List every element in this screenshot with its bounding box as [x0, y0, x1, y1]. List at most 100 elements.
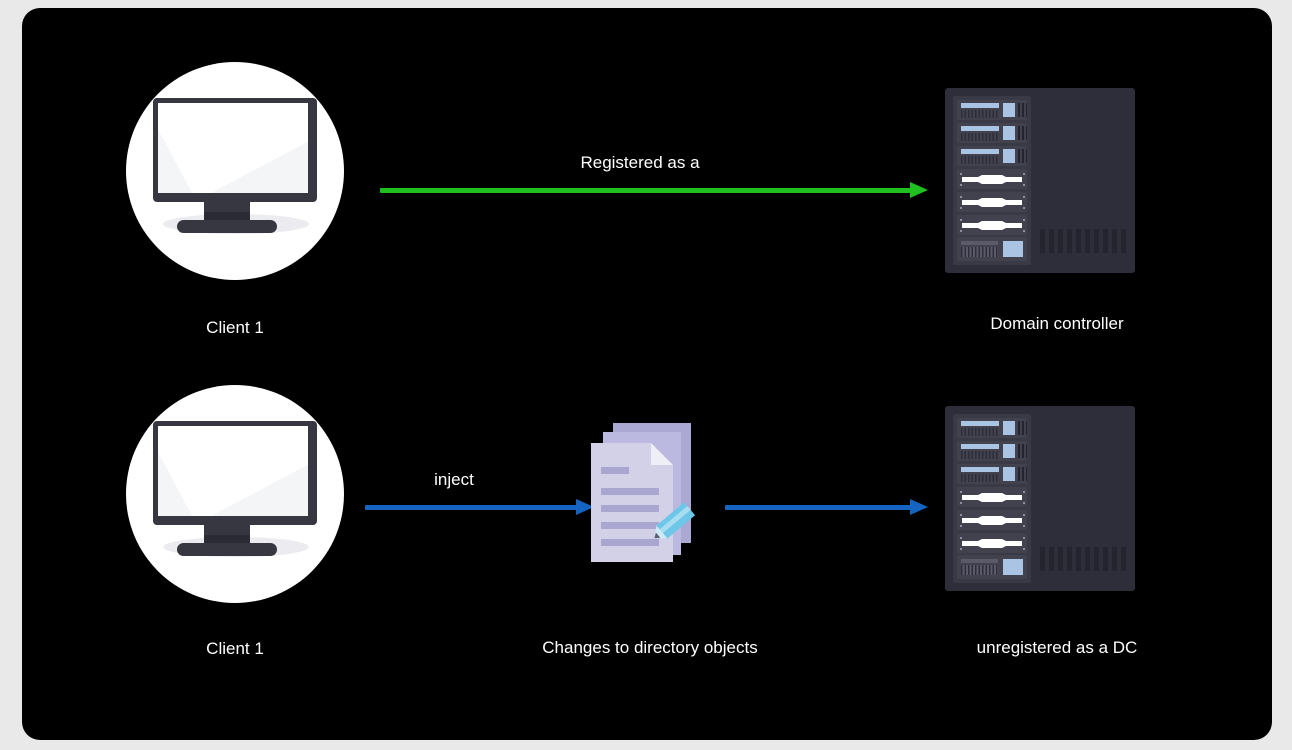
- power-vents: [961, 247, 998, 257]
- server-tray: [957, 487, 1027, 507]
- server-rack-icon: [945, 406, 1135, 591]
- tray-body: [962, 175, 1022, 184]
- unit-status-bar: [961, 467, 999, 472]
- monitor-base: [177, 543, 277, 556]
- server-unit: [957, 123, 1027, 143]
- monitor-bezel: [153, 98, 317, 202]
- document-text-line: [601, 467, 629, 474]
- tray-dot: [1023, 184, 1025, 186]
- node-domain-controller-top: [945, 88, 1135, 273]
- screen-glare: [158, 103, 308, 193]
- tray-body: [962, 539, 1022, 548]
- document-text-line: [601, 539, 659, 546]
- diagram-panel: Client 1 Registered as a: [22, 8, 1272, 740]
- power-bar: [961, 241, 998, 245]
- arrow-head: [910, 182, 928, 198]
- tray-dot: [1023, 230, 1025, 232]
- power-indicator: [1003, 241, 1023, 257]
- tray-dot: [960, 525, 962, 527]
- arrow-head: [910, 499, 928, 515]
- unit-indicator: [1003, 103, 1015, 117]
- tray-body: [962, 198, 1022, 207]
- unit-indicator: [1003, 126, 1015, 140]
- server-rack-icon: [945, 88, 1135, 273]
- tray-body: [962, 493, 1022, 502]
- unit-status-bar: [961, 149, 999, 154]
- unit-vents: [961, 428, 999, 436]
- server-grille: [1040, 229, 1126, 253]
- server-unit: [957, 464, 1027, 484]
- power-vents: [961, 565, 998, 575]
- unit-sidebars: [1018, 421, 1027, 435]
- monitor-base: [177, 220, 277, 233]
- caption-client-top: Client 1: [206, 318, 264, 337]
- tray-dot: [960, 548, 962, 550]
- power-bar: [961, 559, 998, 563]
- arrow-shaft: [365, 505, 582, 510]
- unit-sidebars: [1018, 103, 1027, 117]
- server-unit: [957, 418, 1027, 438]
- tray-dot: [960, 207, 962, 209]
- power-indicator: [1003, 559, 1023, 575]
- arrow-shaft: [725, 505, 916, 510]
- caption-client-bottom: Client 1: [206, 639, 264, 658]
- server-unit: [957, 441, 1027, 461]
- tray-dot: [1023, 491, 1025, 493]
- tray-dot: [1023, 548, 1025, 550]
- unit-status-bar: [961, 444, 999, 449]
- tray-dot: [960, 184, 962, 186]
- document-text-line: [601, 488, 659, 495]
- node-documents: [589, 423, 697, 565]
- tray-dot: [960, 173, 962, 175]
- tray-dot: [1023, 219, 1025, 221]
- unit-sidebars: [1018, 149, 1027, 163]
- tray-dot: [1023, 514, 1025, 516]
- unit-indicator: [1003, 444, 1015, 458]
- tray-dot: [1023, 525, 1025, 527]
- monitor-screen: [158, 103, 308, 193]
- monitor-icon: [126, 385, 344, 603]
- document-text-line: [601, 505, 659, 512]
- server-unit: [957, 100, 1027, 120]
- unit-indicator: [1003, 149, 1015, 163]
- unit-vents: [961, 156, 999, 164]
- tray-dot: [960, 502, 962, 504]
- server-unit-column: [953, 96, 1031, 265]
- arrow-shaft: [380, 188, 916, 193]
- tray-dot: [960, 491, 962, 493]
- node-client-top: [126, 62, 344, 280]
- tray-dot: [1023, 537, 1025, 539]
- server-tray: [957, 169, 1027, 189]
- server-tray: [957, 510, 1027, 530]
- label-inject: inject: [434, 470, 474, 489]
- tray-dot: [1023, 207, 1025, 209]
- tray-dot: [960, 514, 962, 516]
- unit-sidebars: [1018, 444, 1027, 458]
- tray-dot: [960, 537, 962, 539]
- node-domain-controller-bottom: [945, 406, 1135, 591]
- unit-sidebars: [1018, 126, 1027, 140]
- unit-vents: [961, 110, 999, 118]
- monitor-bezel: [153, 421, 317, 525]
- documents-pencil-icon: [589, 423, 697, 565]
- node-client-bottom: [126, 385, 344, 603]
- tray-body: [962, 221, 1022, 230]
- unit-status-bar: [961, 103, 999, 108]
- server-tray: [957, 533, 1027, 553]
- unit-vents: [961, 451, 999, 459]
- label-registered-as-a: Registered as a: [580, 153, 700, 172]
- tray-dot: [1023, 173, 1025, 175]
- unit-status-bar: [961, 421, 999, 426]
- server-power-unit: [957, 555, 1027, 579]
- caption-unregistered-as-a-dc: unregistered as a DC: [976, 638, 1138, 657]
- tray-dot: [960, 219, 962, 221]
- document-text-line: [601, 522, 659, 529]
- server-unit: [957, 146, 1027, 166]
- monitor-screen: [158, 426, 308, 516]
- tray-dot: [1023, 502, 1025, 504]
- tray-body: [962, 516, 1022, 525]
- server-tray: [957, 215, 1027, 235]
- tray-dot: [960, 230, 962, 232]
- unit-sidebars: [1018, 467, 1027, 481]
